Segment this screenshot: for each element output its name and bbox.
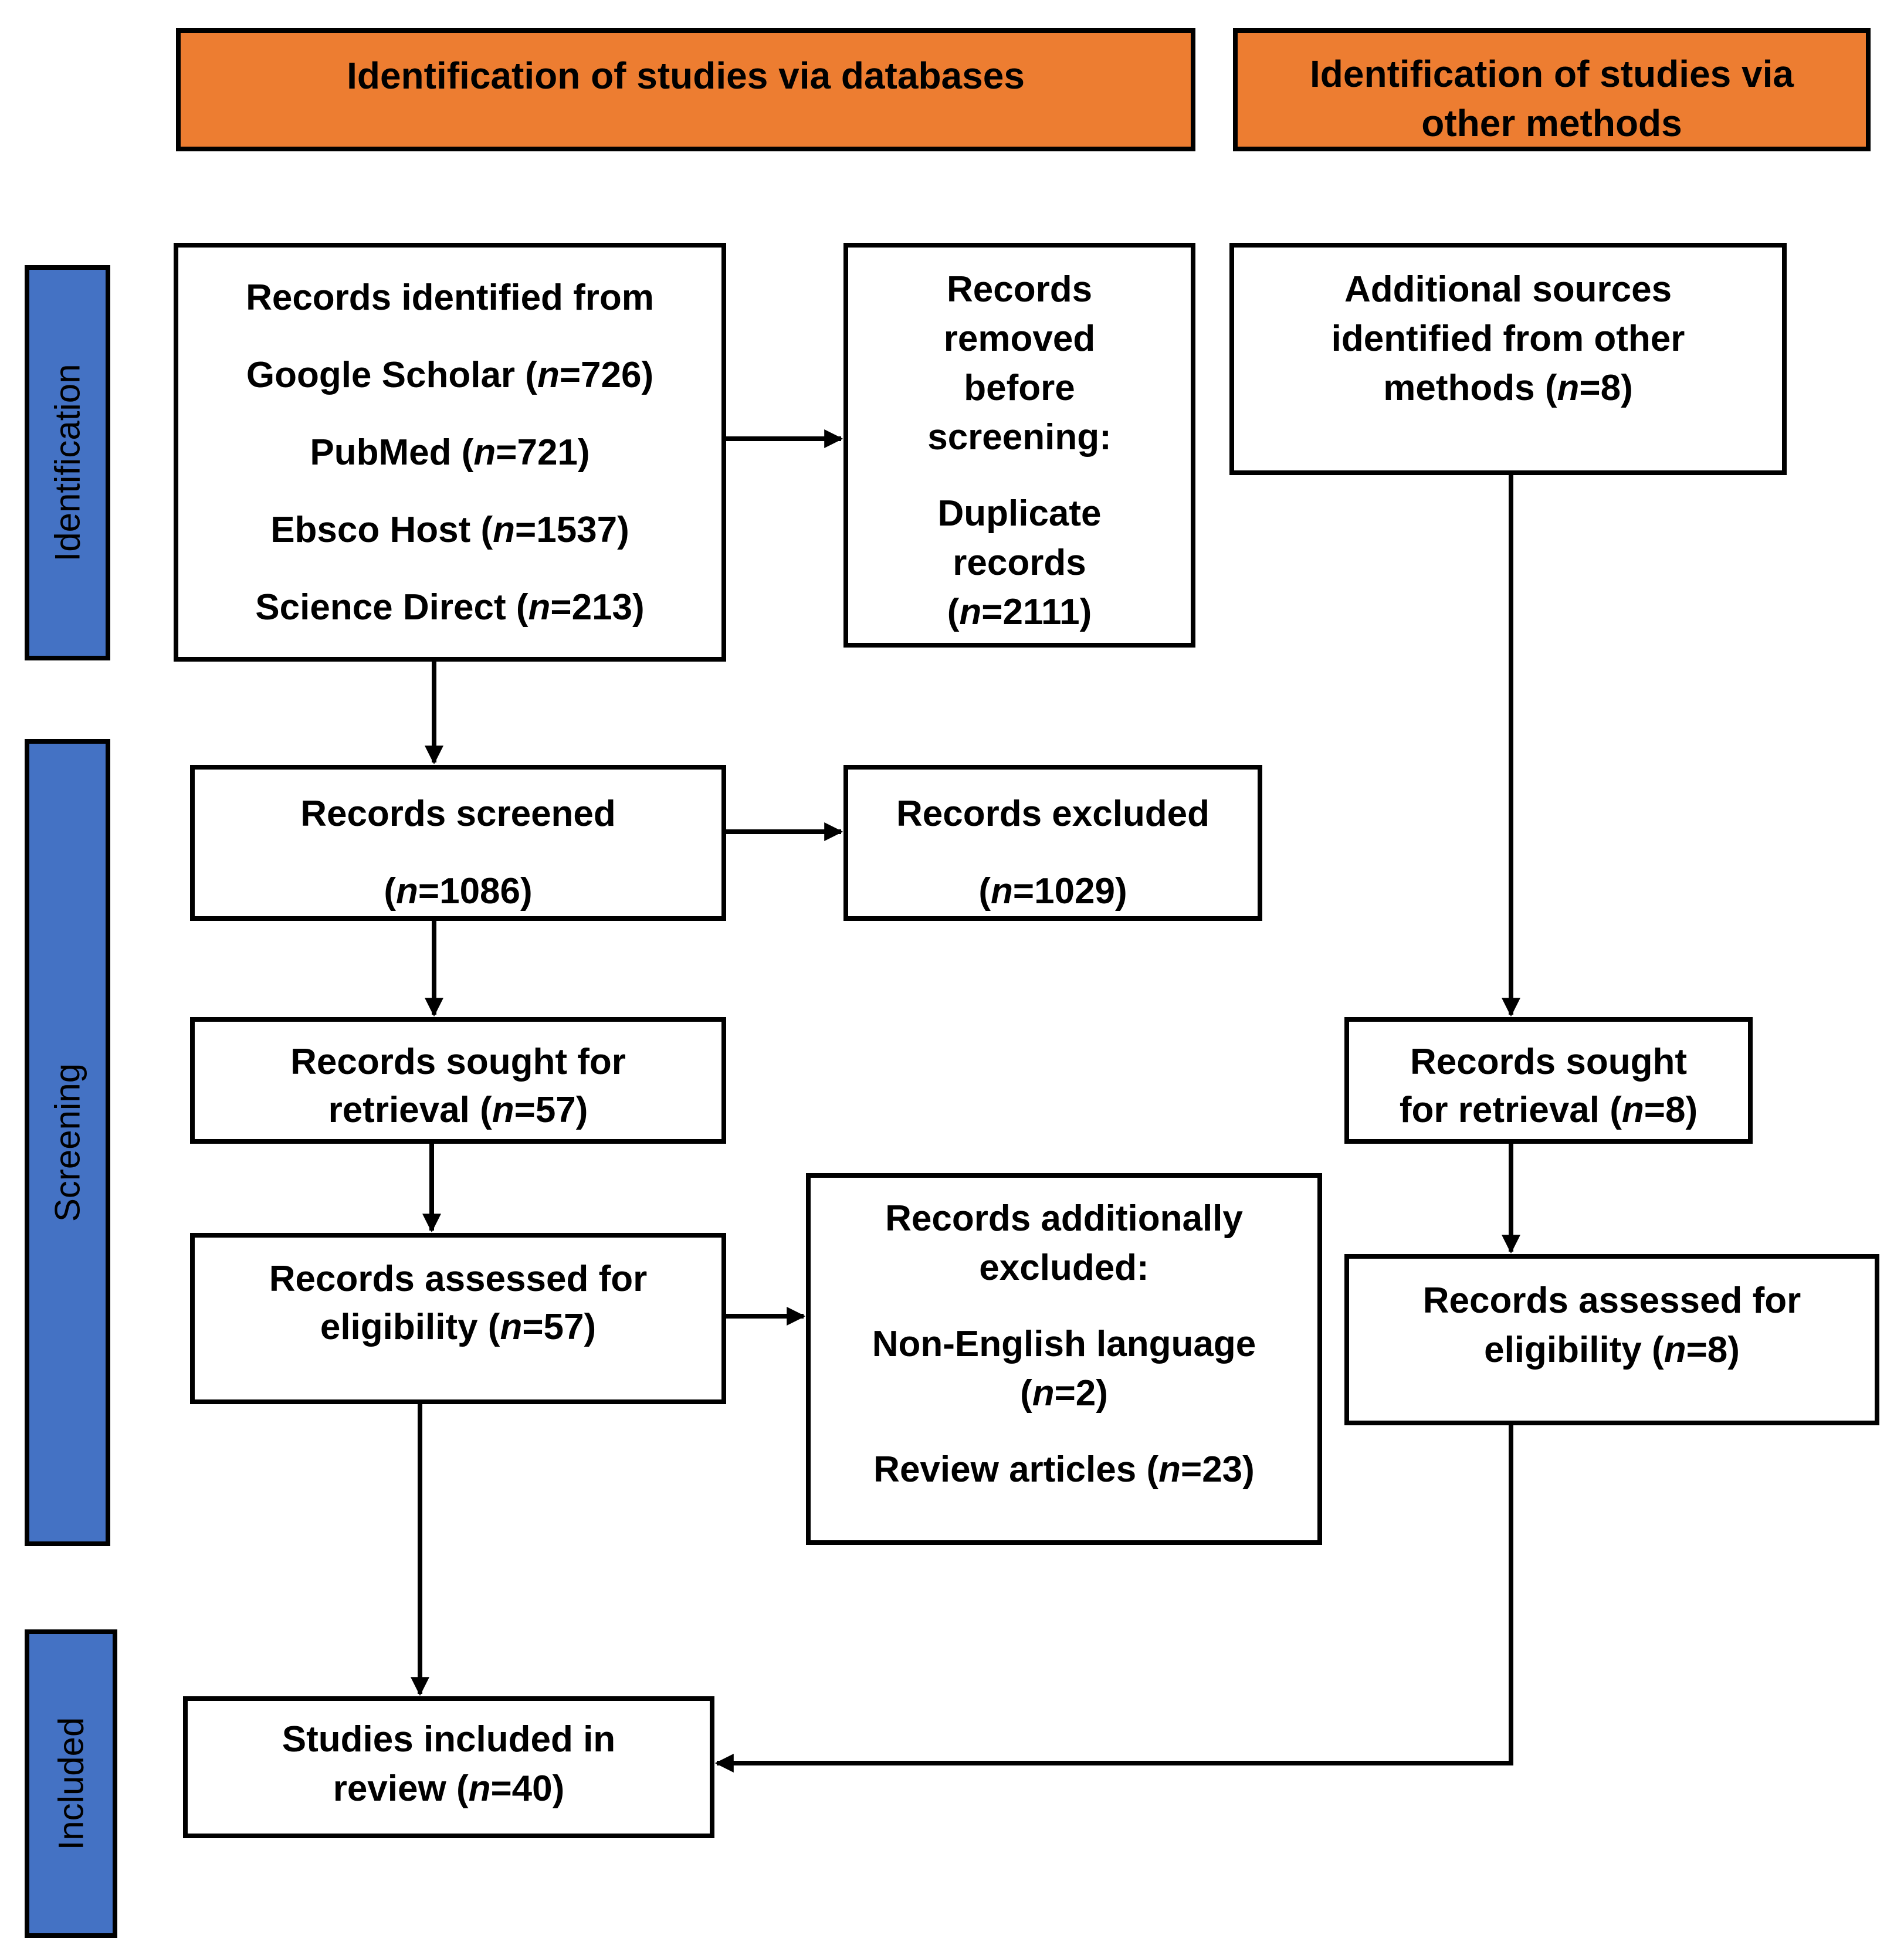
records-identified-line-4: Ebsco Host (n=1537) [270,510,629,550]
sought-retrieval-other-box: Records sought for retrieval (n=8) [1344,1017,1753,1144]
sought-retrieval-other-line-2: for retrieval (n=8) [1399,1090,1698,1130]
studies-included-line-1: Studies included in [282,1719,616,1760]
records-removed-line-2: removed [943,318,1096,359]
additional-sources-box: Additional sources identified from other… [1229,243,1787,475]
assessed-other-box: Records assessed for eligibility (n=8) [1344,1254,1879,1425]
records-identified-line-3: PubMed (n=721) [310,432,590,473]
header-databases: Identification of studies via databases [176,28,1195,151]
records-screened-box: Records screened (n=1086) [190,765,726,921]
sought-retrieval-db-line-1: Records sought for [290,1042,626,1082]
studies-included-line-2: review (n=40) [333,1768,565,1809]
header-other-line-2: other methods [1421,102,1682,144]
additional-sources-line-2: identified from other [1331,318,1685,359]
records-screened-line-1: Records screened [300,794,616,834]
additionally-excluded-line-3: Non-English language [872,1324,1256,1364]
additionally-excluded-box: Records additionally excluded: Non-Engli… [806,1173,1322,1545]
records-identified-line-2: Google Scholar (n=726) [246,355,654,395]
additionally-excluded-line-2: excluded: [979,1248,1149,1288]
assessed-other-line-2: eligibility (n=8) [1484,1330,1740,1370]
studies-included-box: Studies included in review (n=40) [183,1696,714,1838]
assessed-db-line-1: Records assessed for [269,1259,648,1299]
records-excluded-line-1: Records excluded [896,794,1210,834]
records-excluded-box: Records excluded (n=1029) [843,765,1262,921]
phase-identification: Identification [25,265,110,660]
assessed-db-line-2: eligibility (n=57) [320,1307,597,1347]
records-removed-line-3: before [964,368,1075,408]
additionally-excluded-line-4: (n=2) [1020,1373,1108,1414]
records-excluded-line-2: (n=1029) [978,871,1127,911]
header-other-methods: Identification of studies via other meth… [1233,28,1871,151]
records-removed-box: Records removed before screening: Duplic… [843,243,1195,648]
records-removed-line-5: Duplicate [937,493,1102,534]
header-other-line-1: Identification of studies via [1310,53,1794,95]
phase-screening: Screening [25,739,110,1546]
records-removed-line-4: screening: [927,417,1112,458]
arrow-assessed-other-to-included [714,1425,1513,1773]
records-identified-line-5: Science Direct (n=213) [255,587,645,628]
additionally-excluded-line-5: Review articles (n=23) [873,1449,1255,1490]
records-screened-line-2: (n=1086) [384,871,533,911]
sought-retrieval-db-line-2: retrieval (n=57) [328,1090,588,1130]
sought-retrieval-db-box: Records sought for retrieval (n=57) [190,1017,726,1144]
additional-sources-line-1: Additional sources [1344,269,1672,310]
assessed-db-box: Records assessed for eligibility (n=57) [190,1233,726,1404]
phase-included: Included [25,1629,117,1938]
records-removed-line-7: (n=2111) [947,592,1092,632]
additionally-excluded-line-1: Records additionally [885,1198,1243,1239]
header-databases-line: Identification of studies via databases [347,55,1025,97]
records-removed-line-1: Records [946,269,1093,310]
records-identified-line-1: Records identified from [246,277,654,318]
assessed-other-line-1: Records assessed for [1422,1280,1801,1321]
additional-sources-line-3: methods (n=8) [1383,368,1633,408]
records-removed-line-6: records [953,543,1086,583]
sought-retrieval-other-line-1: Records sought [1410,1042,1687,1082]
records-identified-box: Records identified from Google Scholar (… [174,243,726,662]
